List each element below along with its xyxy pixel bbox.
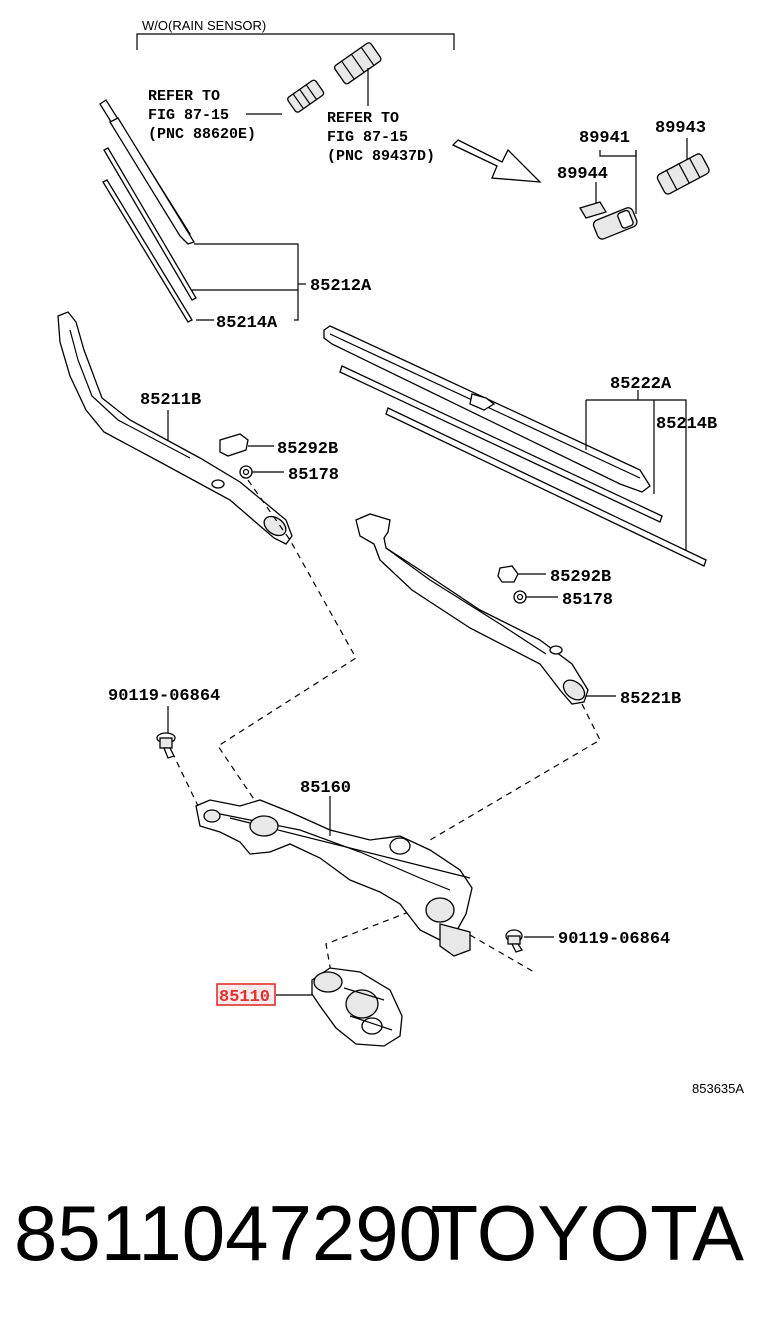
cover-89943 [656, 153, 710, 195]
label-85292B-left: 85292B [277, 440, 338, 459]
refer-left-line3: (PNC 88620E) [148, 126, 256, 143]
wiper-linkage-85160 [195, 799, 473, 957]
refer-right-line3: (PNC 89437D) [327, 148, 435, 165]
dash-left-arm-to-linkage [217, 479, 357, 821]
cap-85292B-left [219, 433, 249, 457]
highlight-85110 [216, 983, 276, 1006]
refer-left-line1: REFER TO [148, 88, 220, 105]
label-85222A: 85222A [610, 375, 672, 394]
label-85110[interactable]: 85110 [219, 988, 270, 1007]
refer-left-line2: FIG 87-15 [148, 107, 229, 124]
label-89943: 89943 [655, 119, 706, 138]
bracket-89941 [592, 207, 638, 240]
wiper-arm-left [57, 311, 293, 545]
dash-motor [325, 899, 441, 979]
header-bracket [136, 33, 455, 50]
label-85178-right: 85178 [562, 591, 613, 610]
dash-right-bolt [469, 934, 535, 973]
label-85211B: 85211B [140, 391, 201, 410]
leader-89941-bracket [599, 150, 637, 157]
wiper-arm-right [355, 513, 589, 705]
header-note: W/O(RAIN SENSOR) [142, 18, 266, 33]
refer-right-line1: REFER TO [327, 110, 399, 127]
label-85178-left: 85178 [288, 466, 339, 485]
label-90119-right: 90119-06864 [558, 930, 670, 949]
sensor-cover-left [287, 79, 325, 113]
leader-85212A-top [194, 243, 299, 321]
wiper-motor-85110 [311, 967, 403, 1047]
bolt-90119-left [156, 732, 176, 759]
bolt-90119-right [505, 929, 524, 953]
sensor-cover-right [333, 42, 382, 85]
label-85292B-right: 85292B [550, 568, 611, 587]
label-85160: 85160 [300, 779, 351, 798]
dash-left-bolt [171, 751, 201, 811]
label-89941: 89941 [579, 129, 630, 148]
pad-89944 [579, 201, 607, 219]
direction-arrow [451, 139, 542, 183]
refer-left-block: REFER TO FIG 87-15 (PNC 88620E) [148, 88, 256, 143]
nut-85178-left [239, 465, 253, 479]
label-85212A: 85212A [310, 277, 372, 296]
label-90119-left: 90119-06864 [108, 687, 220, 706]
brand-name: TOYOTA [430, 1189, 745, 1277]
label-85214B: 85214B [656, 415, 717, 434]
nut-85178-right [513, 590, 527, 604]
wiper-blade-left [99, 99, 197, 323]
label-89944: 89944 [557, 165, 608, 184]
refer-right-line2: FIG 87-15 [327, 129, 408, 146]
figure-code: 853635A [692, 1081, 744, 1096]
label-85221B: 85221B [620, 690, 681, 709]
dash-right-arm-to-linkage [429, 703, 601, 841]
refer-right-block: REFER TO FIG 87-15 (PNC 89437D) [327, 110, 435, 165]
cap-85292B-right [497, 565, 519, 583]
wiper-blade-right [323, 325, 707, 567]
label-85214A: 85214A [216, 314, 278, 333]
leader-85222A-bracket [586, 399, 687, 550]
part-number: 8511047290 [14, 1189, 443, 1277]
